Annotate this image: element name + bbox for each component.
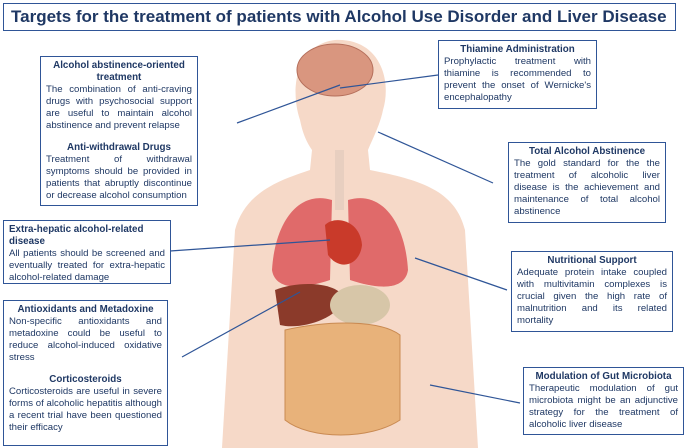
intestines: [284, 322, 401, 436]
trachea: [335, 150, 344, 210]
page-title: Targets for the treatment of patients wi…: [3, 3, 676, 31]
box-text: Adequate protein intake coupled with mul…: [517, 267, 667, 326]
connector-total-abstinence-mouth: [377, 131, 494, 184]
box-text: Prophylactic treatment with thiamine is …: [444, 56, 591, 103]
box-heading: Thiamine Administration: [460, 44, 575, 55]
thiamine-box: Thiamine Administration Prophylactic tre…: [438, 40, 597, 109]
stomach: [330, 285, 390, 325]
total-abstinence-box: Total Alcohol Abstinence The gold standa…: [508, 142, 666, 223]
nutritional-box: Nutritional Support Adequate protein int…: [511, 251, 673, 332]
connector-extra-hepatic: [169, 239, 331, 252]
box-heading: Modulation of Gut Microbiota: [535, 371, 672, 382]
extra-hepatic-box: Extra-hepatic alcohol-related disease Al…: [3, 220, 171, 284]
box-text: The combination of anti-craving drugs wi…: [46, 84, 192, 131]
connector-thiamine-brain: [339, 74, 439, 89]
box-heading: Nutritional Support: [547, 255, 637, 266]
antioxidants-box: Antioxidants and Metadoxine Non-specific…: [3, 300, 168, 446]
box-heading: Corticosteroids: [49, 374, 122, 385]
connector-nutritional: [414, 257, 508, 291]
box-text: The gold standard for the the treatment …: [514, 158, 660, 217]
connector-antioxidants: [181, 291, 301, 358]
abstinence-treatment-box: Alcohol abstinence-oriented treatment Th…: [40, 56, 198, 206]
box-text: Therapeutic modulation of gut microbiota…: [529, 383, 678, 430]
box-text: Treatment of withdrawal symptoms should …: [46, 154, 192, 201]
box-heading: Alcohol abstinence-oriented treatment: [53, 60, 185, 83]
brain: [296, 43, 374, 97]
box-text: All patients should be screened and even…: [9, 248, 165, 283]
box-heading: Extra-hepatic alcohol-related disease: [9, 224, 144, 247]
heart: [325, 220, 362, 265]
connector-gut: [429, 384, 521, 404]
gut-microbiota-box: Modulation of Gut Microbiota Therapeutic…: [523, 367, 684, 435]
box-heading: Antioxidants and Metadoxine: [17, 304, 154, 315]
right-lung: [348, 198, 408, 287]
box-text: Non-specific antioxidants and metadoxine…: [9, 316, 162, 363]
connector-abstinence-brain: [236, 84, 341, 124]
liver: [275, 284, 345, 327]
box-text: Corticosteroids are useful in severe for…: [9, 386, 162, 433]
box-heading: Anti-withdrawal Drugs: [67, 142, 171, 153]
box-heading: Total Alcohol Abstinence: [528, 146, 646, 157]
